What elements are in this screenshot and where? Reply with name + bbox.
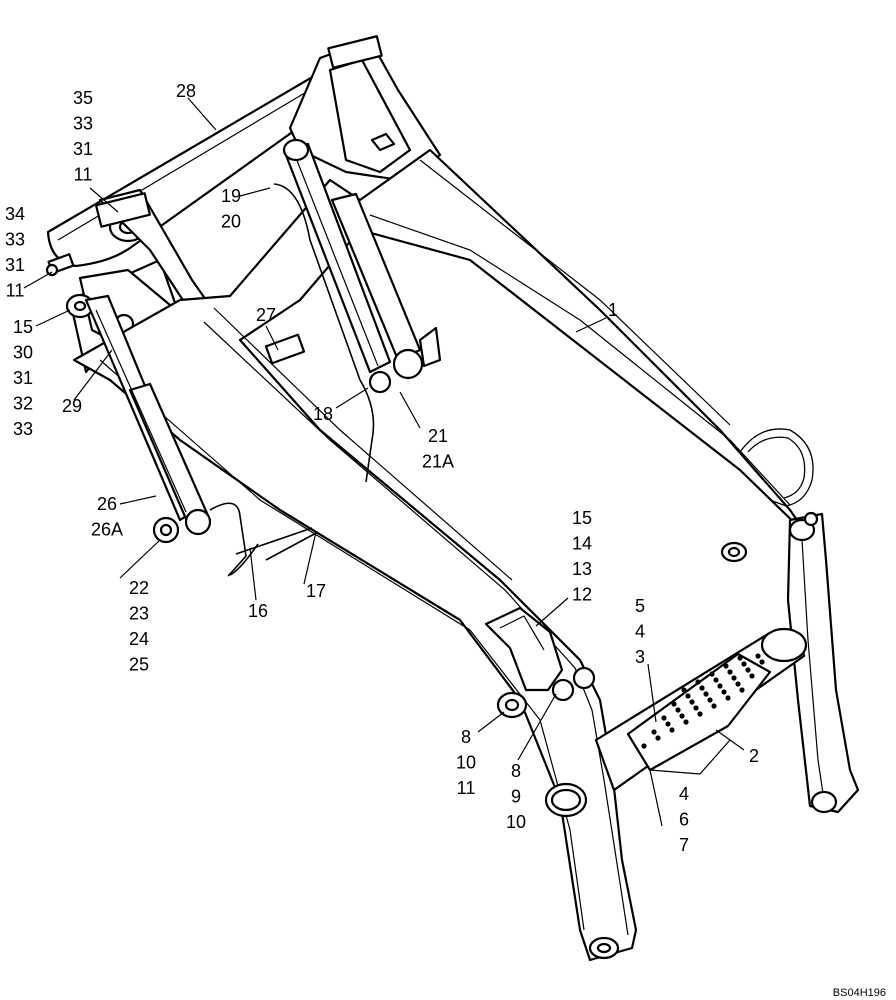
callout-c18-3: 32 <box>13 394 33 414</box>
callout-c3-1: 4 <box>635 622 645 642</box>
step-hole <box>671 701 677 707</box>
callout-c12-1: 21A <box>422 452 454 472</box>
callout-c11-0: 19 <box>221 186 241 206</box>
callout-c18-4: 33 <box>13 419 33 439</box>
callout-c4-2: 7 <box>679 835 689 855</box>
callout-c7-2: 13 <box>572 559 592 579</box>
callout-c3-2: 3 <box>635 647 645 667</box>
callout-c6-1: 9 <box>511 787 521 807</box>
callout-c7-3: 12 <box>572 585 592 605</box>
callout-c13-2: 24 <box>129 629 149 649</box>
step-hole <box>683 719 689 725</box>
step-hole <box>723 663 729 669</box>
step-hole <box>669 727 675 733</box>
step-hole <box>741 661 747 667</box>
step-hole <box>725 695 731 701</box>
step-hole <box>735 681 741 687</box>
callout-c15-0: 27 <box>256 305 276 325</box>
callout-c9-0: 17 <box>306 581 326 601</box>
step-hole <box>685 693 691 699</box>
callout-c20-3: 11 <box>6 281 25 301</box>
callout-c20-0: 34 <box>5 204 25 224</box>
step-hole <box>703 691 709 697</box>
bracket-12 <box>484 606 596 702</box>
step-hole <box>699 685 705 691</box>
callout-c5-1: 10 <box>456 753 476 773</box>
step-hole <box>755 653 761 659</box>
callout-c7-0: 15 <box>572 508 592 528</box>
step-hole <box>713 677 719 683</box>
step-hole <box>721 689 727 695</box>
callout-labels: 125434678101189101514131216171819202121A… <box>5 81 759 855</box>
step-hole <box>739 687 745 693</box>
left-lift-cylinder <box>84 294 247 577</box>
step-hole <box>681 687 687 693</box>
step-hole <box>745 667 751 673</box>
callout-c10-0: 18 <box>313 404 333 424</box>
step-holes <box>641 653 765 749</box>
step-hole <box>697 711 703 717</box>
callout-c1-0: 1 <box>608 300 618 320</box>
leader-lines <box>23 97 745 827</box>
callout-c12-0: 21 <box>428 426 448 446</box>
callout-c7-1: 14 <box>572 534 592 554</box>
step-hole <box>661 715 667 721</box>
step-hole <box>641 743 647 749</box>
callout-c13-3: 25 <box>129 655 149 675</box>
step-hole <box>655 735 661 741</box>
callout-c20-2: 31 <box>5 255 25 275</box>
step-hole <box>717 683 723 689</box>
callout-c19-1: 33 <box>73 114 93 134</box>
callout-c17-0: 29 <box>62 396 82 416</box>
callout-c18-0: 15 <box>13 317 33 337</box>
callout-c20-1: 33 <box>5 230 25 250</box>
right-leg <box>786 511 860 814</box>
callout-c16-0: 28 <box>176 81 196 101</box>
step-hole <box>711 703 717 709</box>
step-hole <box>737 655 743 661</box>
callout-c4-0: 4 <box>679 784 689 804</box>
step-hole <box>665 721 671 727</box>
callout-c11-1: 20 <box>221 212 241 232</box>
callout-c14-1: 26A <box>91 520 123 540</box>
callout-c6-2: 10 <box>506 812 526 832</box>
callout-c14-0: 26 <box>97 494 117 514</box>
drawing-code: BS04H196 <box>833 987 886 999</box>
bushings <box>496 541 748 960</box>
callout-c19-2: 31 <box>73 139 93 159</box>
pins <box>45 253 306 365</box>
step-hole <box>709 671 715 677</box>
step-hole <box>695 679 701 685</box>
callout-c3-0: 5 <box>635 596 645 616</box>
grab-handle <box>739 428 814 507</box>
step-hole <box>707 697 713 703</box>
callout-c2-0: 2 <box>749 746 759 766</box>
step-hole <box>651 729 657 735</box>
callout-c6-0: 8 <box>511 761 521 781</box>
main-loader-arm <box>72 148 810 962</box>
step-hole <box>693 705 699 711</box>
step-hole <box>679 713 685 719</box>
callout-c13-0: 22 <box>129 578 149 598</box>
step-hole <box>731 675 737 681</box>
step-hole <box>727 669 733 675</box>
callout-c5-0: 8 <box>461 727 471 747</box>
step-hole <box>759 659 765 665</box>
step-hole <box>749 673 755 679</box>
hydraulic-lines <box>229 527 319 576</box>
right-tower <box>288 35 442 182</box>
callout-c8-0: 16 <box>248 601 268 621</box>
right-lift-cylinder <box>273 138 442 483</box>
step-hole <box>689 699 695 705</box>
callout-c13-1: 23 <box>129 604 149 624</box>
callout-c5-2: 11 <box>457 778 476 798</box>
callout-c18-2: 31 <box>13 368 33 388</box>
callout-c19-0: 35 <box>73 88 93 108</box>
front-cross-tube <box>594 627 808 792</box>
callout-c19-3: 11 <box>74 165 93 185</box>
step-hole <box>675 707 681 713</box>
callout-c4-1: 6 <box>679 810 689 830</box>
callout-c18-1: 30 <box>13 343 33 363</box>
